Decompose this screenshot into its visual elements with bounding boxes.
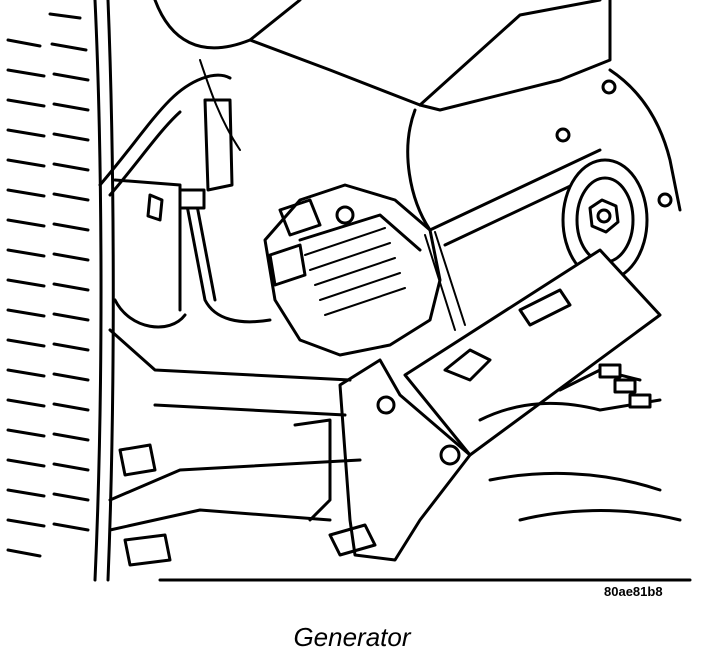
tire-tread <box>6 12 90 558</box>
engine-body <box>153 0 682 212</box>
wiring-harness <box>98 73 272 324</box>
figure-caption: Generator <box>293 622 411 652</box>
strut-cylinder <box>113 178 187 329</box>
generator-illustration <box>6 0 692 582</box>
lower-control-arm <box>108 328 362 567</box>
lower-right-hardware <box>478 363 682 522</box>
figure-code: 80ae81b8 <box>604 584 663 599</box>
generator-bracket <box>328 248 662 562</box>
generator <box>263 183 442 357</box>
tire <box>6 0 115 582</box>
